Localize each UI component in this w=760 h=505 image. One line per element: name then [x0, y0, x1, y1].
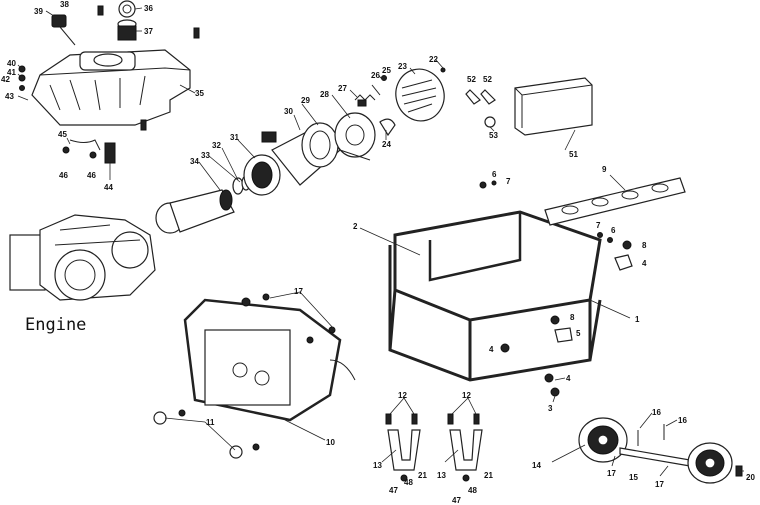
clips-nut: [465, 89, 496, 128]
callout-12a: 12: [398, 391, 407, 400]
callout-25: 25: [382, 66, 391, 75]
callout-4a: 4: [642, 259, 647, 268]
callout-16b: 16: [678, 416, 687, 425]
callout-21a: 21: [418, 471, 427, 480]
callout-40: 40: [7, 59, 16, 68]
callout-45: 45: [58, 130, 67, 139]
callout-7a: 7: [506, 177, 511, 186]
callout-39: 39: [34, 7, 43, 16]
callout-46b: 46: [87, 171, 96, 180]
callout-35: 35: [195, 89, 204, 98]
foot-bracket-left: [385, 413, 421, 482]
fuel-tank: [31, 49, 191, 126]
callout-47b: 47: [452, 496, 461, 505]
fuel-cap: [118, 0, 136, 18]
engine: [9, 214, 156, 301]
callout-14: 14: [532, 461, 541, 470]
callout-52a: 52: [467, 75, 476, 84]
callout-36: 36: [144, 4, 153, 13]
callout-38: 38: [60, 0, 69, 9]
callout-17b: 17: [607, 469, 616, 478]
base-cradle: [183, 298, 356, 422]
callout-31: 31: [230, 133, 239, 142]
rear-bracket: [379, 118, 396, 137]
callout-20: 20: [746, 473, 755, 482]
callout-12b: 12: [462, 391, 471, 400]
callout-13a: 13: [373, 461, 382, 470]
axle: [619, 447, 691, 467]
callout-34: 34: [190, 157, 199, 166]
callout-1: 1: [635, 315, 640, 324]
fan-cover: [395, 67, 446, 122]
callout-33: 33: [201, 151, 210, 160]
callout-3: 3: [548, 404, 553, 413]
wheel-left: [578, 417, 628, 463]
frame-hardware: [479, 180, 633, 397]
callout-42: 42: [1, 75, 10, 84]
callout-8b: 8: [570, 313, 575, 322]
callout-23: 23: [398, 62, 407, 71]
callout-4b: 4: [489, 345, 494, 354]
callout-4c: 4: [566, 374, 571, 383]
callout-2: 2: [353, 222, 358, 231]
callout-28: 28: [320, 90, 329, 99]
callout-37: 37: [144, 27, 153, 36]
callout-26: 26: [371, 71, 380, 80]
callout-10: 10: [326, 438, 335, 447]
callout-43: 43: [5, 92, 14, 101]
handle-strip: [544, 177, 686, 226]
callout-5: 5: [576, 329, 581, 338]
callout-52b: 52: [483, 75, 492, 84]
callout-11: 11: [206, 418, 215, 427]
callout-6b: 6: [611, 226, 616, 235]
engine-label: Engine: [25, 315, 86, 335]
callout-24: 24: [382, 140, 391, 149]
callout-44: 44: [104, 183, 113, 192]
fuel-hose-valve: [62, 139, 116, 164]
callout-22: 22: [429, 55, 438, 64]
foot-bracket-right: [447, 413, 483, 482]
callout-27: 27: [338, 84, 347, 93]
callout-48b: 48: [468, 486, 477, 495]
wheel-right: [687, 442, 733, 484]
stator: [243, 154, 281, 196]
callout-48a: 48: [404, 478, 413, 487]
callout-8a: 8: [642, 241, 647, 250]
callout-51: 51: [569, 150, 578, 159]
callout-53: 53: [489, 131, 498, 140]
rotor: [155, 189, 235, 234]
callout-13b: 13: [437, 471, 446, 480]
end-cover: [334, 112, 376, 161]
callout-46a: 46: [59, 171, 68, 180]
callout-47a: 47: [389, 486, 398, 495]
callout-29: 29: [301, 96, 310, 105]
callout-16a: 16: [652, 408, 661, 417]
callout-21b: 21: [484, 471, 493, 480]
callout-30: 30: [284, 107, 293, 116]
fuel-filter: [117, 19, 137, 41]
brush-spring: [354, 75, 387, 107]
callout-17a: 17: [294, 287, 303, 296]
frame: [388, 210, 602, 382]
fuel-cap-gauge: [51, 14, 76, 46]
callout-17c: 17: [655, 480, 664, 489]
leader-lines: [17, 7, 744, 477]
callout-9: 9: [602, 165, 607, 174]
alternator-housing: [261, 122, 341, 186]
callout-15: 15: [629, 473, 638, 482]
callout-6a: 6: [492, 170, 497, 179]
control-box: [514, 77, 593, 136]
callout-7b: 7: [596, 221, 601, 230]
callout-32: 32: [212, 141, 221, 150]
callout-41: 41: [7, 68, 16, 77]
